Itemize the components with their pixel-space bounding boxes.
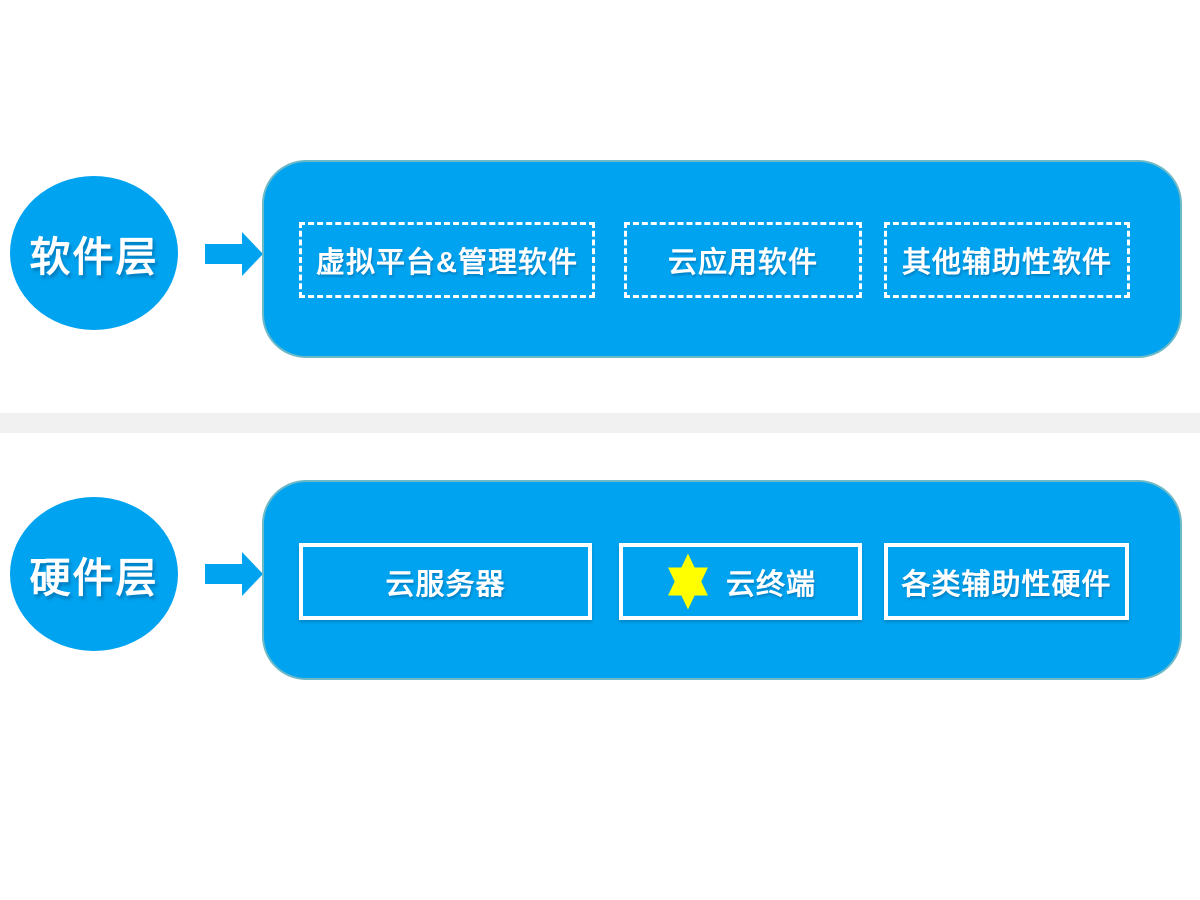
- arrow-head: [242, 232, 263, 276]
- box-cloud-server-label: 云服务器: [385, 568, 506, 601]
- software-layer-label: 软件层: [29, 234, 159, 280]
- arrow-right-icon: [205, 552, 263, 596]
- box-cloud-app: 云应用软件: [624, 222, 862, 298]
- hardware-layer-label: 硬件层: [29, 555, 159, 601]
- box-other-software: 其他辅助性软件: [884, 222, 1130, 298]
- box-virtual-platform: 虚拟平台&管理软件: [299, 222, 595, 298]
- section-divider: [0, 413, 1200, 433]
- box-cloud-terminal: 云终端: [619, 543, 862, 620]
- box-other-hardware: 各类辅助性硬件: [884, 543, 1129, 620]
- software-layer-circle: 软件层: [10, 176, 178, 330]
- box-virtual-platform-label: 虚拟平台&管理软件: [316, 247, 578, 279]
- hardware-layer-circle: 硬件层: [10, 497, 178, 651]
- arrow-head: [242, 552, 263, 596]
- arrow-bar: [205, 564, 242, 584]
- arrow-bar: [205, 244, 242, 264]
- hardware-panel: 云服务器 云终端 各类辅助性硬件: [262, 480, 1182, 680]
- box-other-hardware-label: 各类辅助性硬件: [901, 568, 1112, 601]
- box-other-software-label: 其他辅助性软件: [901, 247, 1112, 279]
- six-pointed-star-icon: [668, 553, 708, 610]
- box-cloud-app-label: 云应用软件: [667, 247, 818, 279]
- software-panel: 虚拟平台&管理软件 云应用软件 其他辅助性软件: [262, 160, 1182, 358]
- box-cloud-terminal-label: 云终端: [725, 568, 816, 601]
- box-cloud-server: 云服务器: [299, 543, 592, 620]
- arrow-right-icon: [205, 232, 263, 276]
